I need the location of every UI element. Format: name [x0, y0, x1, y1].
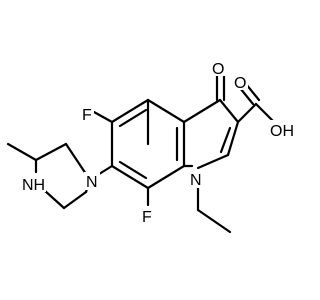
atom-label-f6: F	[82, 107, 92, 124]
molecule-structure: O O OH F F N N NH	[6, 61, 294, 234]
bond-c4a-c5-link	[146, 98, 186, 124]
bond-c4-c3	[218, 98, 240, 124]
bond-ch2a-chme	[34, 142, 68, 162]
bond-ethyl-ch3	[196, 208, 232, 234]
atom-label-oxo-o: O	[212, 61, 224, 78]
bond-c6-f	[92, 110, 114, 124]
bond-cooh-o-double	[244, 82, 261, 102]
bond-c3-c2-double	[219, 126, 232, 154]
bond-aromatic-inner-2	[118, 160, 148, 180]
bond-c8-c8a	[146, 164, 186, 190]
structure-canvas: O O OH F F N N NH	[6, 61, 294, 234]
atom-label-acid-o: O	[234, 75, 246, 92]
bond-cooh-o	[238, 86, 255, 106]
atom-label-n-piperazine: N	[86, 174, 98, 191]
atom-label-f8: F	[142, 209, 152, 226]
atom-label-acid-oh: OH	[270, 123, 294, 140]
bond-nh-ch2b	[42, 188, 66, 210]
bond-c2-n1	[196, 153, 230, 170]
bond-c3-c2	[226, 120, 240, 157]
bond-c4a-c4	[182, 98, 222, 124]
atom-label-nh-piperazine: NH	[22, 177, 45, 194]
bond-npip-ch2a	[64, 142, 88, 176]
bond-ch2b-ch2c	[62, 190, 88, 210]
bond-c5-c6	[110, 98, 150, 124]
bond-c3-cooh	[236, 102, 258, 124]
bond-c7-c8	[110, 164, 150, 190]
bond-chme-methyl	[6, 142, 38, 162]
bond-aromatic-inner-1	[118, 108, 148, 128]
atom-label-n1: N	[190, 172, 202, 189]
